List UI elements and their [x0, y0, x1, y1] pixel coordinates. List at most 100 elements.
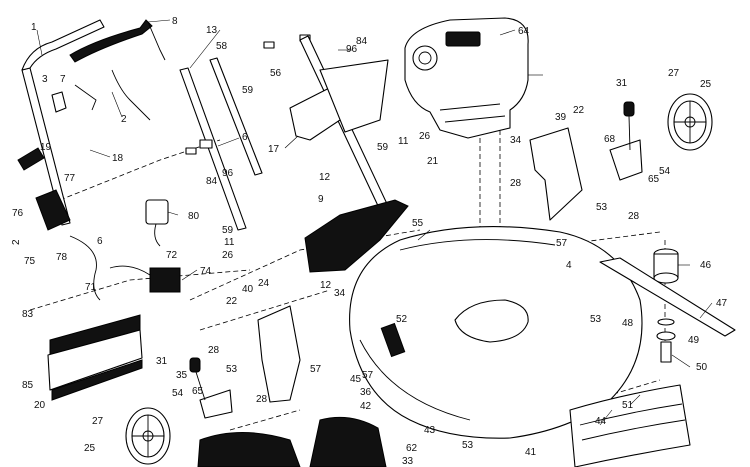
callout-48: 48	[622, 318, 634, 329]
handle-knob-part-3	[51, 91, 67, 113]
callout-78: 78	[56, 252, 68, 263]
callout-80: 80	[188, 211, 200, 222]
front-rail-part-20	[47, 314, 143, 401]
callout-53: 53	[462, 440, 474, 451]
control-cable-part-8	[69, 19, 166, 121]
callout-19: 19	[40, 142, 52, 153]
callout-3: 3	[42, 74, 48, 85]
callout-96: 96	[222, 168, 234, 179]
key-part-19	[17, 147, 45, 171]
wheel-bracket-left	[199, 305, 301, 419]
callout-52: 52	[396, 314, 408, 325]
callout-11: 11	[224, 237, 235, 248]
callout-55: 55	[412, 218, 424, 229]
callout-58: 58	[216, 41, 228, 52]
callout-49: 49	[688, 335, 700, 346]
callout-22: 22	[226, 296, 238, 307]
callout-50: 50	[696, 362, 708, 373]
callout-27: 27	[92, 416, 104, 427]
callout-34: 34	[510, 135, 522, 146]
callout-8: 8	[172, 16, 178, 27]
callout-33: 33	[402, 456, 414, 467]
callout-2: 2	[11, 239, 22, 245]
callout-35: 35	[176, 370, 188, 381]
callout-75: 75	[24, 256, 36, 267]
callout-44: 44	[595, 416, 607, 427]
callout-42: 42	[360, 401, 372, 412]
brake-bail-part-2	[74, 84, 97, 111]
rear-deflector-part-17	[289, 59, 389, 141]
callout-62: 62	[406, 443, 418, 454]
callout-28: 28	[208, 345, 220, 356]
charger-part-80	[145, 199, 169, 247]
callout-22: 22	[573, 105, 585, 116]
callout-96: 96	[346, 44, 358, 55]
callout-47: 47	[716, 298, 728, 309]
callout-59: 59	[222, 225, 234, 236]
callout-6: 6	[242, 132, 248, 143]
wheel-bracket-right	[529, 127, 643, 221]
wheel-part-27-rear	[667, 93, 713, 151]
mower-deck	[349, 226, 643, 439]
callout-84: 84	[356, 36, 368, 47]
callout-53: 53	[596, 202, 608, 213]
callout-28: 28	[628, 211, 640, 222]
callout-85: 85	[22, 380, 34, 391]
callout-39: 39	[555, 112, 567, 123]
wheel-part-27-front	[125, 407, 171, 465]
callout-25: 25	[84, 443, 96, 454]
battery-part-74	[149, 267, 181, 293]
lower-handle-parts-6	[179, 57, 263, 231]
callout-7: 7	[60, 74, 66, 85]
callout-20: 20	[34, 400, 46, 411]
callout-53: 53	[590, 314, 602, 325]
callout-71: 71	[85, 282, 97, 293]
callout-9: 9	[318, 194, 324, 205]
upper-handle-part-1	[21, 19, 105, 226]
callout-24: 24	[258, 278, 270, 289]
callout-1: 1	[31, 22, 37, 33]
callout-56: 56	[270, 68, 282, 79]
callout-2: 2	[121, 114, 127, 125]
callout-31: 31	[616, 78, 628, 89]
callout-13: 13	[206, 25, 218, 36]
callout-12: 12	[319, 172, 331, 183]
blade-adapter-part-46	[653, 248, 679, 284]
callout-59: 59	[242, 85, 254, 96]
callout-36: 36	[360, 387, 372, 398]
callout-28: 28	[510, 178, 522, 189]
callout-65: 65	[192, 386, 204, 397]
callout-leader-lines	[36, 19, 713, 426]
callout-51: 51	[622, 400, 634, 411]
callout-4: 4	[566, 260, 572, 271]
callout-31: 31	[156, 356, 168, 367]
callout-83: 83	[22, 309, 34, 320]
callout-64: 64	[518, 26, 530, 37]
callout-46: 46	[700, 260, 712, 271]
callout-40: 40	[242, 284, 254, 295]
callout-45: 45	[350, 374, 362, 385]
callout-28: 28	[256, 394, 268, 405]
callout-12: 12	[320, 280, 332, 291]
callout-34: 34	[334, 288, 346, 299]
callout-18: 18	[112, 153, 124, 164]
grass-bag-fabric	[197, 416, 387, 467]
callout-72: 72	[166, 250, 178, 261]
callout-54: 54	[172, 388, 184, 399]
callout-57: 57	[310, 364, 322, 375]
callout-21: 21	[427, 156, 439, 167]
callout-59: 59	[377, 142, 389, 153]
ignition-module-part-78	[35, 189, 71, 231]
callout-26: 26	[419, 131, 431, 142]
callout-53: 53	[226, 364, 238, 375]
height-adjust-lever-part-31	[189, 101, 635, 401]
discharge-chute-part-9	[304, 199, 409, 273]
callout-74: 74	[200, 266, 212, 277]
wire-harness-part-71	[69, 235, 151, 301]
callout-17: 17	[268, 144, 280, 155]
callout-76: 76	[12, 208, 24, 219]
callout-41: 41	[525, 447, 537, 458]
callout-43: 43	[424, 425, 436, 436]
